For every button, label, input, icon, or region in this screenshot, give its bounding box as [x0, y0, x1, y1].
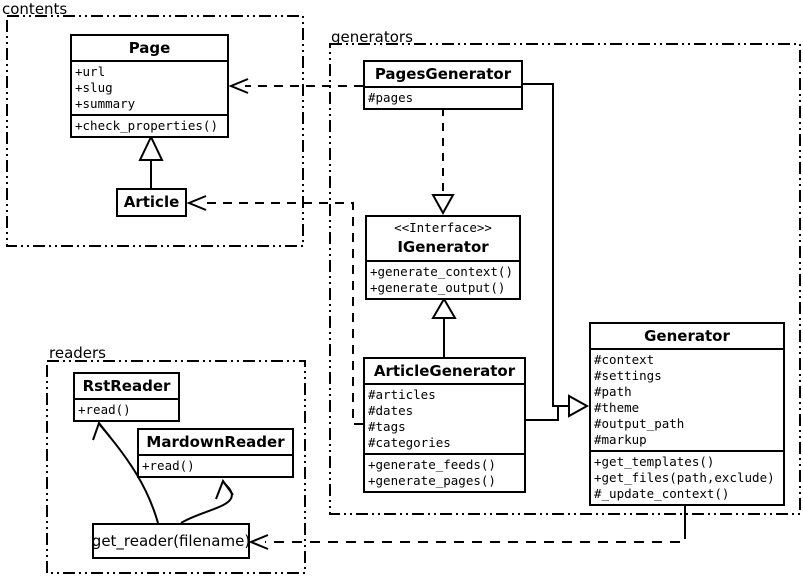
dependency-arrowhead-getreader [248, 534, 269, 550]
methods-section-articlegenerator: +generate_feeds() +generate_pages() [365, 455, 524, 491]
method-row: +generate_context() [370, 264, 513, 279]
class-title-generator: Generator [591, 324, 783, 350]
class-title-pagesgenerator: PagesGenerator [365, 62, 521, 88]
method-row: +get_files(path,exclude) [594, 470, 775, 485]
attr-row: #theme [594, 400, 640, 415]
method-row: +get_templates() [594, 454, 715, 469]
class-title-mardownreader: MardownReader [139, 430, 292, 456]
package-border-contents [6, 15, 304, 247]
package-label-contents: contents [2, 0, 68, 18]
generalization-triangle-page [138, 134, 164, 161]
attrs-section-articlegenerator: #articles #dates #tags #categories [365, 385, 524, 455]
attr-row: +url [75, 64, 106, 79]
attrs-section-page: +url +slug +summary [72, 62, 227, 116]
attr-row: #pages [368, 90, 414, 105]
methods-section-generator: +get_templates() +get_files(path,exclude… [591, 452, 783, 504]
methods-section-rstreader: +read() [75, 400, 178, 420]
package-border-readers [46, 360, 306, 574]
methods-section-page: +check_properties() [72, 116, 227, 136]
method-row: #_update_context() [594, 486, 730, 501]
methods-section-mardownreader: +read() [139, 456, 292, 476]
dependency-line-generator-getreader [265, 529, 686, 543]
attr-row: #articles [368, 387, 436, 402]
package-label-generators: generators [331, 28, 413, 46]
attr-row: #markup [594, 432, 647, 447]
method-row: +check_properties() [75, 118, 218, 133]
realization-triangle-igenerator-top [431, 194, 455, 216]
dependency-arrowhead-page [228, 78, 249, 94]
method-row: +generate_pages() [368, 473, 496, 488]
generalization-triangle-igenerator-bottom [431, 297, 457, 319]
method-row: +read() [78, 402, 131, 417]
attrs-section-generator: #context #settings #path #theme #output_… [591, 350, 783, 452]
arrowhead-rstreader [92, 420, 111, 441]
title-section-igenerator: <<Interface>> IGenerator [367, 217, 519, 262]
attr-row: #path [594, 384, 632, 399]
methods-section-igenerator: +generate_context() +generate_output() [367, 262, 519, 298]
method-row: +generate_feeds() [368, 457, 496, 472]
package-label-readers: readers [49, 344, 106, 362]
class-box-articlegenerator: ArticleGenerator #articles #dates #tags … [363, 357, 526, 493]
class-title-page: Page [72, 36, 227, 62]
class-box-article: Article [116, 188, 187, 217]
attrs-section-pagesgenerator: #pages [365, 88, 521, 108]
attr-row: #settings [594, 368, 662, 383]
class-box-mardownreader: MardownReader +read() [137, 428, 294, 478]
dependency-arrowhead-article [186, 195, 207, 211]
class-title-article: Article [123, 193, 180, 211]
method-row: +read() [142, 458, 195, 473]
class-title-rstreader: RstReader [75, 374, 178, 400]
class-box-generator: Generator #context #settings #path #them… [589, 322, 785, 506]
generalization-triangle-generator [568, 394, 590, 418]
class-box-page: Page +url +slug +summary +check_properti… [70, 34, 229, 138]
method-row: +generate_output() [370, 280, 506, 295]
class-stereotype-igenerator: <<Interface>> [394, 220, 492, 235]
function-box-get-reader: get_reader(filename) [92, 523, 250, 559]
arrowhead-mardownreader [215, 478, 234, 500]
class-box-igenerator: <<Interface>> IGenerator +generate_conte… [365, 215, 521, 300]
generalization-line-pagesgenerator-generator [523, 83, 569, 407]
class-title-igenerator: IGenerator [397, 238, 489, 256]
dependency-line-articlegenerator-article [206, 202, 363, 425]
attr-row: #output_path [594, 416, 685, 431]
attr-row: #context [594, 352, 655, 367]
attr-row: #dates [368, 403, 414, 418]
arrow-line-getreader-mardownreader [180, 482, 233, 524]
attr-row: +summary [75, 96, 136, 111]
function-label-get-reader: get_reader(filename) [91, 532, 251, 550]
attr-row: +slug [75, 80, 113, 95]
class-title-articlegenerator: ArticleGenerator [365, 359, 524, 385]
attr-row: #tags [368, 419, 406, 434]
class-box-rstreader: RstReader +read() [73, 372, 180, 422]
class-box-pagesgenerator: PagesGenerator #pages [363, 60, 523, 110]
generalization-line-articlegenerator-generator [526, 406, 559, 421]
attr-row: #categories [368, 435, 451, 450]
package-border-generators [329, 43, 801, 515]
